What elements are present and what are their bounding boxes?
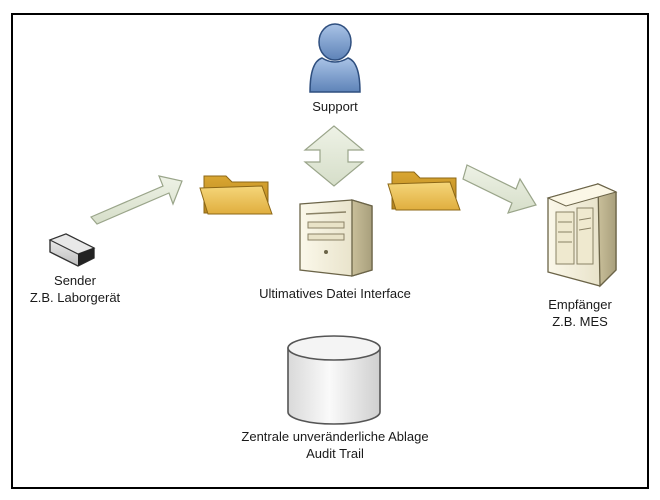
arrow-folder-to-receiver (462, 164, 537, 214)
folder-icon (199, 175, 273, 215)
device-icon (48, 233, 96, 267)
sender-title: Sender (54, 273, 96, 288)
storage-subtitle: Audit Trail (306, 446, 364, 461)
receiver-subtitle: Z.B. MES (552, 314, 608, 329)
bidirectional-arrow (303, 125, 365, 187)
storage-label: Zentrale unveränderliche Ablage Audit Tr… (190, 428, 480, 462)
receiver-title: Empfänger (548, 297, 612, 312)
database-icon (287, 335, 381, 425)
support-label: Support (312, 99, 358, 114)
storage-title: Zentrale unveränderliche Ablage (241, 429, 429, 444)
folder-icon (387, 171, 461, 211)
sender-label: Sender Z.B. Laborgerät (20, 272, 130, 306)
arrow-sender-to-folder (90, 175, 183, 225)
user-icon (309, 23, 361, 93)
sender-subtitle: Z.B. Laborgerät (29, 290, 121, 305)
server-cabinet-icon (546, 182, 618, 288)
interface-label: Ultimatives Datei Interface (259, 286, 411, 301)
server-tower-icon (299, 199, 373, 277)
receiver-label: Empfänger Z.B. MES (530, 296, 630, 330)
